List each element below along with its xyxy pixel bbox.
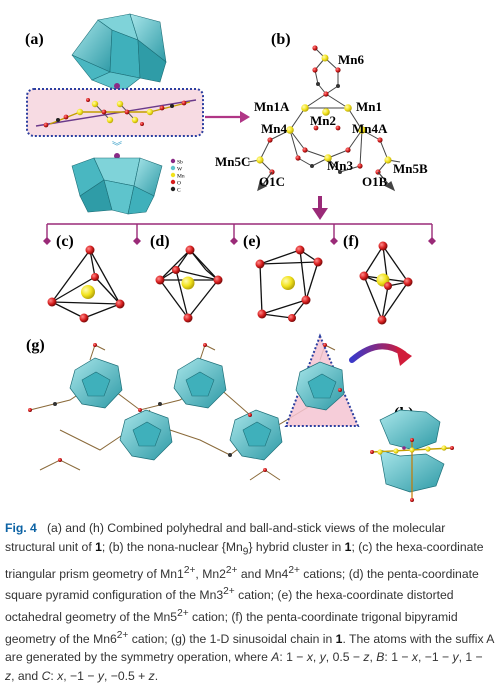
caption-lead: Fig. 4 [5,521,37,535]
o-atom [91,273,99,281]
svg-text:W: W [177,167,183,173]
o-atom [255,259,265,269]
sb-atom-top [114,83,120,89]
mn-atom [181,276,195,290]
chain-cluster [119,409,173,461]
o-atom [301,295,311,305]
o-atom [172,266,180,274]
svg-text:Mn1: Mn1 [356,99,382,114]
tree-connector [43,196,436,245]
chain-cluster [295,361,345,411]
mn-atom [81,285,95,299]
svg-text:Mn5B: Mn5B [393,161,428,176]
svg-text:O1C: O1C [259,174,285,189]
o-atom [85,245,95,255]
arrow-a-to-b [205,111,250,123]
svg-text:C: C [177,188,181,194]
svg-text:Mn: Mn [177,174,185,180]
curved-arrow-to-h [349,343,412,366]
svg-text:Mn2: Mn2 [310,113,336,128]
o-atom [384,282,392,290]
svg-text:Mn3: Mn3 [327,158,354,173]
figure-caption: Fig. 4 (a) and (h) Combined polyhedral a… [5,521,494,683]
atom-legend: Sb W Mn O C [170,158,185,194]
svg-text:Mn1A: Mn1A [254,99,290,114]
panel-label-e: (e) [243,233,261,250]
svg-text:O: O [177,181,181,187]
o-atom [313,257,323,267]
polyhedral-cluster-bottom [71,157,163,215]
o-atom [185,245,195,255]
panel-label-c: (c) [56,233,74,250]
o-direction-arrows [257,171,396,192]
mn-atom [281,276,295,290]
mn9-labels: Mn6 Mn1A Mn1 Mn2 Mn4 Mn4A Mn5C Mn3 Mn5B … [215,52,428,189]
ball-and-stick-chain [35,98,197,128]
chain-atoms [28,343,342,472]
polyhedral-cluster-h [370,409,454,502]
o-atom [295,245,305,255]
o-atom [47,297,57,307]
chain-cluster [69,357,123,409]
panel-label-d: (d) [150,233,170,250]
chain-cluster [229,409,283,461]
sb-atom-bottom [114,153,120,159]
o-atom [257,309,267,319]
panel-label-f: (f) [343,233,359,250]
o-atom [155,275,165,285]
svg-text:O1B: O1B [362,174,388,189]
o-atom [403,277,413,287]
svg-text:Sb: Sb [177,160,183,166]
o-atom [377,315,387,325]
o-atom [183,313,193,323]
svg-text:Mn6: Mn6 [338,52,365,67]
polyhedral-cluster-top [71,13,167,93]
svg-text:Mn5C: Mn5C [215,154,250,169]
o-atom [288,314,296,322]
chevron-icon: ︾ [112,141,122,153]
triangular-prism-geometry [51,249,121,319]
panel-label-g: (g) [26,337,45,354]
panel-label-a: (a) [25,31,44,48]
o-atom [378,241,388,251]
o-atom [359,271,369,281]
chain-cluster [173,357,227,409]
mn9-atoms [256,45,392,175]
svg-text:Mn4: Mn4 [261,121,288,136]
o-atom [213,275,223,285]
o-atom [115,299,125,309]
panel-label-b: (b) [271,31,291,48]
o-atom [79,313,89,323]
svg-text:Mn4A: Mn4A [352,121,388,136]
figure-4: (a) ︾ ︾ Sb W Mn [25,13,454,502]
